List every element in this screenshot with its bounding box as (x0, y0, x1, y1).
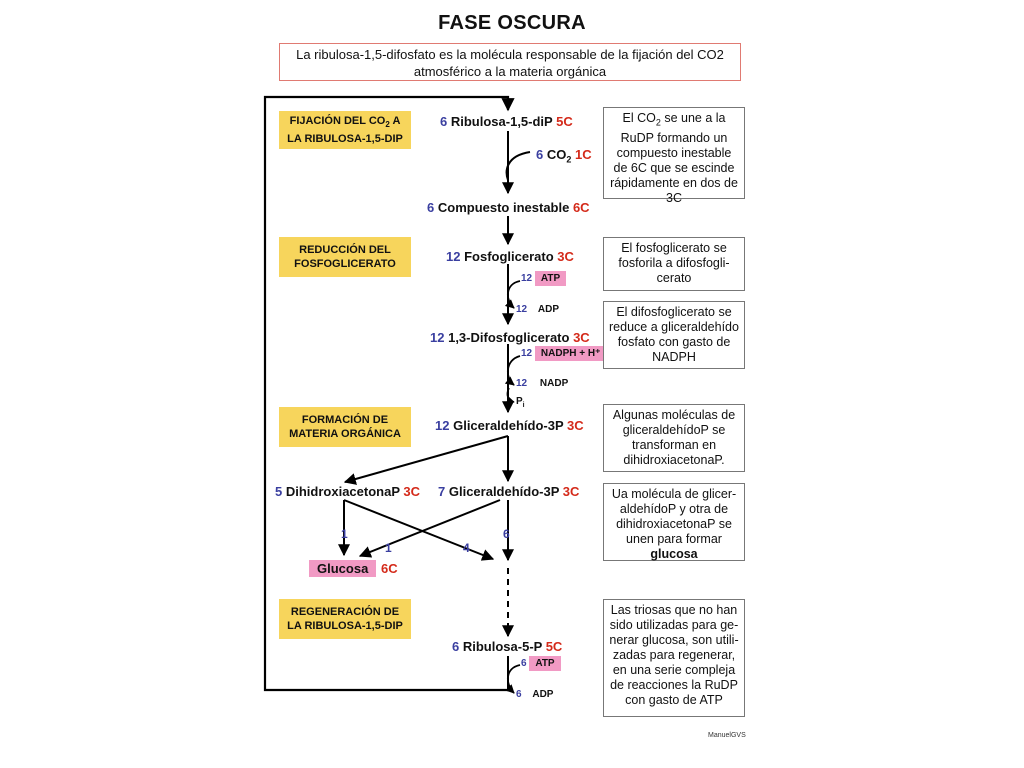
molecule-ribulosa-dip: 6 Ribulosa-1,5-diP 5C (440, 114, 573, 129)
author-credit: ManuelGVS (708, 732, 746, 739)
split-number-a: 1 (341, 527, 348, 541)
atp-curve-1 (504, 280, 521, 309)
cofactor-atp-1: 12 ATP (521, 271, 567, 286)
molecule-dihidroxiacetona: 5 DihidroxiacetonaP 3C (275, 484, 421, 499)
cofactor-atp-2: 6 ATP (521, 656, 561, 671)
note-transformacion: Algunas moléculas de gliceraldehídoP se … (603, 404, 745, 472)
nadph-curve (504, 355, 521, 386)
atp-curve-2 (505, 664, 521, 694)
split-number-c: 4 (463, 541, 470, 555)
cofactor-nadp: 12 NADP (516, 378, 569, 389)
note-fijacion: El CO2 se une a la RuDP formando un comp… (603, 107, 745, 205)
split-number-d: 6 (503, 527, 510, 541)
glucosa-carbons: 6C (381, 561, 398, 576)
molecule-glucosa: Glucosa (309, 560, 377, 577)
co2-curve (505, 151, 531, 181)
pi-curve (505, 387, 515, 404)
molecule-gliceraldehido-7: 7 Gliceraldehído-3P 3C (438, 484, 580, 499)
page-title: FASE OSCURA (438, 12, 586, 34)
arrow-to-dihidroxiacetona (343, 435, 509, 485)
note-reduccion: El difosfoglicerato se reduce a gliceral… (603, 301, 745, 369)
note-regeneracion: Las triosas que no han sido utilizadas p… (603, 599, 745, 717)
intro-box: La ribulosa-1,5-difosfato es la molécula… (279, 43, 741, 81)
split-number-b: 1 (385, 541, 392, 555)
molecule-difosfoglicerato: 12 1,3-Difosfoglicerato 3C (430, 330, 590, 345)
regeneration-loop-line (263, 95, 515, 692)
note-fosforilacion: El fosfoglicerato se fosforila a difosfo… (603, 237, 745, 291)
molecule-ribulosa-5p: 6 Ribulosa-5-P 5C (452, 639, 563, 654)
cofactor-adp-2: 6 ADP (516, 689, 554, 700)
molecule-co2: 6 CO2 1C (536, 147, 592, 165)
molecule-gliceraldehido: 12 Gliceraldehído-3P 3C (435, 418, 584, 433)
molecule-compuesto-inestable: 6 Compuesto inestable 6C (427, 200, 590, 215)
note-glucosa: Ua molécula de glicer-aldehídoP y otra d… (603, 483, 745, 561)
cofactor-pi: Pi (516, 396, 525, 409)
cofactor-adp-1: 12 ADP (516, 304, 560, 315)
line-g3p-glucosa (358, 499, 501, 558)
cofactor-nadph: 12 NADPH + H⁺ (521, 346, 607, 361)
line-dhap-regen (343, 499, 495, 561)
molecule-fosfoglicerato: 12 Fosfoglicerato 3C (446, 249, 574, 264)
